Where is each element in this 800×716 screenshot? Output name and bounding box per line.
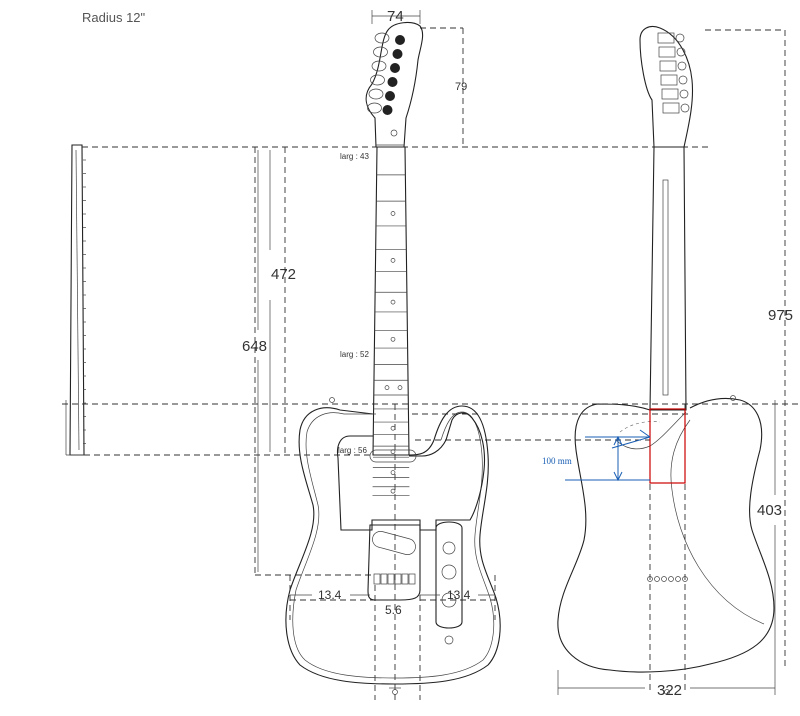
dim-403: 403: [757, 502, 782, 519]
saddle: [394, 573, 402, 585]
fret-inlay: [397, 385, 403, 390]
back-tuner: [659, 60, 677, 72]
string-ferrule: [675, 576, 681, 582]
dim-13-4-right: 13.4: [447, 588, 471, 602]
selector-switch: [442, 541, 456, 555]
saddle: [408, 573, 416, 585]
back-tuner: [661, 88, 679, 100]
back-tuner: [660, 74, 678, 86]
blue-annotation: [565, 429, 651, 482]
fret-inlay: [390, 299, 396, 305]
dim-975: 975: [768, 307, 793, 324]
tuner-key: [373, 46, 388, 58]
dim-79: 79: [455, 81, 467, 93]
bridge-pickup: [372, 531, 416, 555]
saddle: [387, 573, 395, 585]
front-view: [285, 21, 501, 695]
back-tuner-key: [675, 33, 685, 43]
tone-knob: [441, 592, 457, 608]
back-tuner: [662, 102, 680, 114]
truss-rod-channel: [662, 179, 669, 396]
dimension-lines: [257, 10, 776, 695]
back-view: [557, 25, 775, 695]
saddle: [401, 573, 409, 585]
dim-472: 472: [271, 266, 296, 283]
strap-button-top: [329, 397, 335, 403]
strap-button-bottom: [392, 689, 398, 695]
larg-52: larg : 52: [340, 350, 369, 359]
fret-inlay: [390, 336, 396, 342]
larg-43: larg : 43: [340, 152, 369, 161]
string-ferrule: [668, 576, 674, 582]
neck-pickup: [369, 449, 417, 463]
fret-inlay: [390, 425, 396, 431]
fret-inlay: [384, 385, 390, 390]
tuner-post: [385, 91, 395, 101]
neck-side-profile: [65, 144, 86, 456]
saddle: [373, 573, 381, 585]
radius-label: Radius 12": [82, 10, 146, 25]
fret-inlay: [390, 258, 396, 263]
larg-56: larg : 56: [338, 446, 367, 455]
tuner-key: [374, 32, 390, 44]
tuner-post: [387, 77, 398, 87]
front-pickguard: [336, 412, 486, 531]
tuner-key: [371, 60, 387, 72]
back-neck: [649, 146, 687, 411]
fret-inlay: [390, 488, 396, 494]
dim-322: 322: [657, 682, 682, 699]
volume-knob: [441, 564, 457, 580]
dim-100mm: 100 mm: [542, 456, 572, 466]
tuner-key: [370, 74, 385, 86]
tuner-post: [395, 35, 405, 45]
back-tuner-key: [679, 89, 689, 99]
tuner-post: [392, 49, 403, 59]
back-headstock: [639, 25, 694, 148]
back-tuner-key: [676, 47, 686, 57]
string-ferrule: [654, 576, 660, 582]
neck-pocket-highlight: [649, 408, 686, 484]
back-tuner: [658, 46, 676, 58]
fret-inlay: [390, 211, 396, 216]
dim-74: 74: [387, 8, 404, 25]
front-body: [285, 405, 501, 685]
back-tuner: [657, 32, 675, 44]
bridge-plate: [367, 524, 421, 601]
back-body: [557, 397, 775, 673]
fret-inlay: [390, 470, 396, 475]
front-headstock: [365, 21, 424, 148]
saddle: [380, 573, 388, 585]
string-ferrule: [682, 576, 688, 582]
output-jack: [444, 635, 454, 645]
tuner-key: [368, 88, 384, 100]
control-plate: [435, 521, 463, 629]
back-tuner-key: [680, 103, 690, 113]
string-ferrule: [661, 576, 667, 582]
dim-13-4-left: 13.4: [318, 588, 342, 602]
tuner-post: [382, 105, 393, 115]
dim-5-6: 5.6: [385, 603, 402, 617]
dim-648: 648: [242, 338, 267, 355]
back-tuner-key: [678, 75, 688, 85]
back-tuner-key: [677, 61, 687, 71]
tuner-key: [367, 102, 382, 114]
tuner-post: [390, 63, 400, 73]
string-ferrule: [647, 576, 653, 582]
reference-lines: [62, 27, 800, 700]
